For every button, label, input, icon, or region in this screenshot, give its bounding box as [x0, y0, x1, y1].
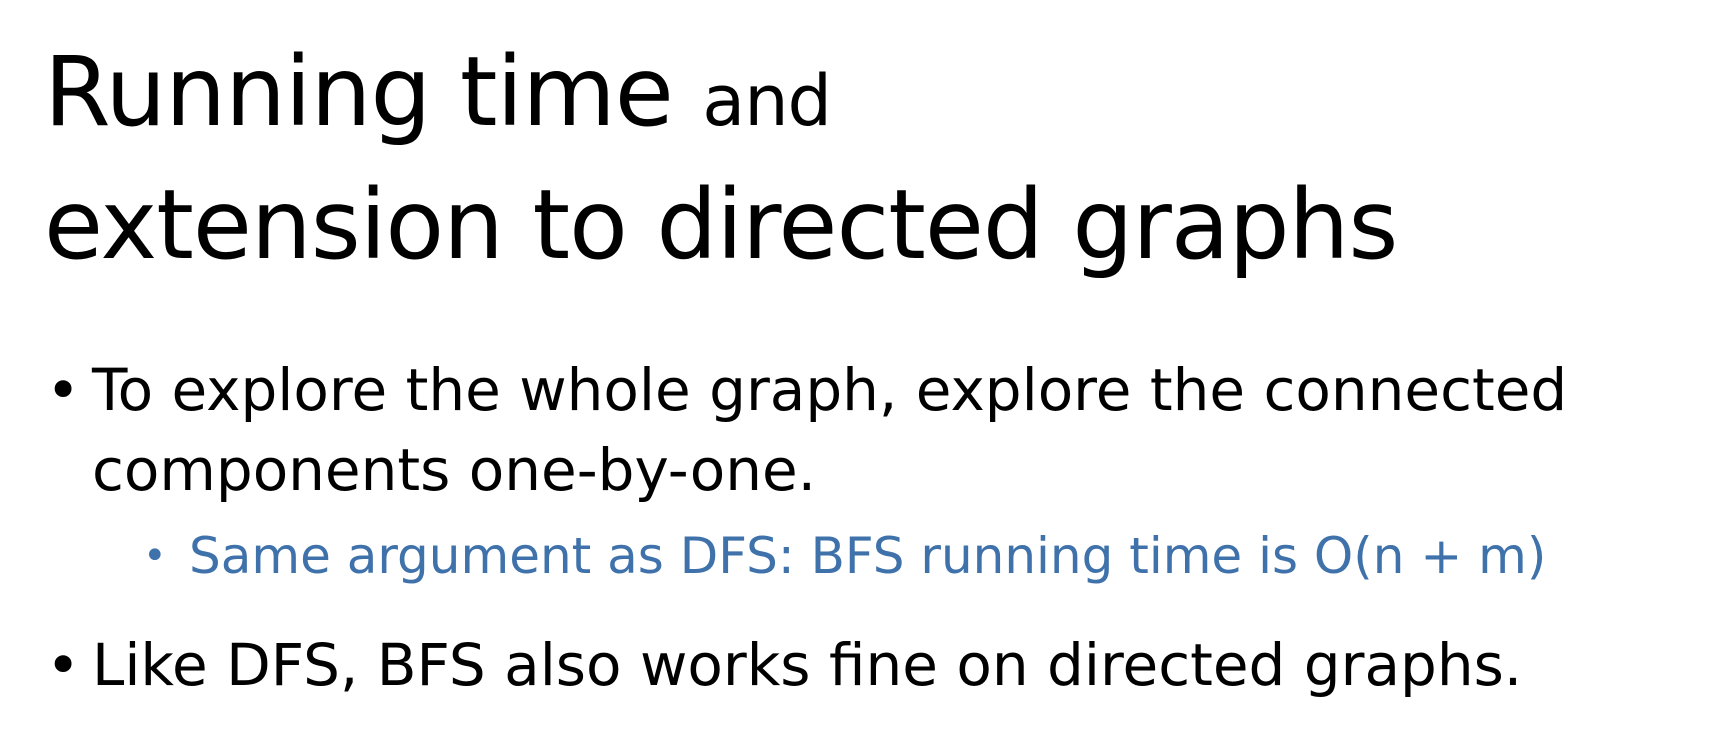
sub-bullet-item: • Same argument as DFS: BFS running time… — [143, 523, 1689, 589]
bullet-dot-icon: • — [46, 631, 81, 699]
title-small: and — [702, 60, 832, 142]
slide-title: Running time and extension to directed g… — [44, 30, 1684, 287]
bullet-text: Like DFS, BFS also works fine on directe… — [92, 631, 1523, 699]
sub-bullet-text: Same argument as DFS: BFS running time i… — [189, 527, 1547, 585]
bullet-dot-icon: • — [143, 533, 167, 579]
title-line-2: extension to directed graphs — [44, 169, 1398, 281]
bullet-dot-icon: • — [46, 356, 81, 424]
bullet-item: • To explore the whole graph, explore th… — [46, 350, 1712, 510]
title-main: Running time — [44, 36, 674, 148]
title-line-1: Running time and — [44, 30, 1684, 163]
bullet-item: • Like DFS, BFS also works fine on direc… — [46, 625, 1712, 705]
bullet-text: To explore the whole graph, explore the … — [92, 356, 1568, 504]
